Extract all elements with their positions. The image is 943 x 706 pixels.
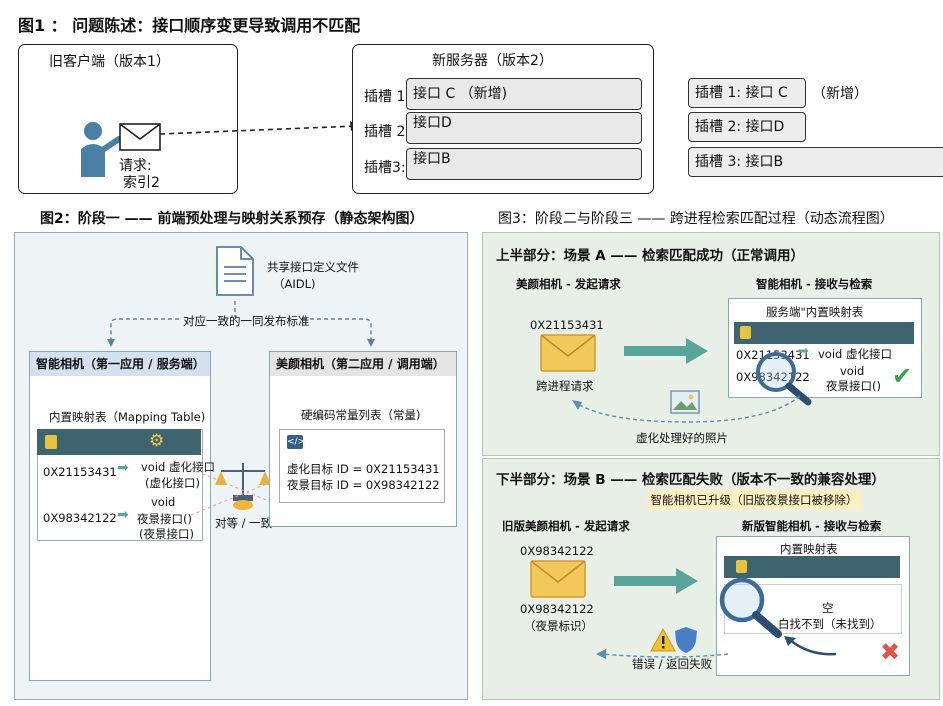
left-table-bar bbox=[37, 429, 201, 455]
a-table-bar bbox=[734, 322, 914, 344]
upgrade-banner: 智能相机已升级（旧版夜景接口被移除） bbox=[646, 490, 862, 510]
right-row2: 夜景目标 ID = 0X98342122 bbox=[287, 478, 440, 492]
b-table-title: 内置映射表 bbox=[780, 542, 838, 556]
new-server-title: 新服务器（版本2） bbox=[432, 53, 553, 69]
left-row1-id: 0X21153431 bbox=[43, 465, 117, 479]
old-client-title: 旧客户端（版本1） bbox=[49, 54, 170, 70]
a-return-arrow bbox=[572, 395, 801, 423]
distribution-arrows bbox=[107, 301, 375, 347]
right-list bbox=[279, 429, 445, 503]
phone-icon bbox=[736, 560, 747, 573]
request-label: 请求: bbox=[119, 158, 152, 174]
slot3-box: 接口B bbox=[406, 148, 642, 180]
right-list-title: 硬编码常量列表（常量) bbox=[301, 408, 421, 422]
smart-camera-header: 智能相机（第一应用 / 服务端） bbox=[30, 352, 210, 376]
slot1-box: 接口 C （新增) bbox=[406, 78, 642, 110]
b-error-label: 错误 / 返回失败 bbox=[632, 657, 713, 671]
side-slot-2: 插槽 2: 接口D bbox=[688, 112, 806, 142]
beauty-camera-header: 美颜相机（第二应用 / 调用端） bbox=[270, 352, 456, 376]
slot2-box: 接口D bbox=[406, 112, 642, 144]
left-row1-iface2: (虚化接口) bbox=[145, 476, 200, 490]
phone-icon bbox=[45, 435, 57, 449]
left-row1-iface: void 虚化接口 bbox=[141, 460, 215, 474]
left-row2-id: 0X98342122 bbox=[43, 511, 117, 525]
arrow-right-icon: ➡ bbox=[798, 344, 809, 359]
magnifier-icon bbox=[756, 352, 812, 406]
envelope-icon bbox=[530, 560, 586, 598]
a-request-id: 0X21153431 bbox=[530, 318, 604, 332]
a-table-title: 服务端"内置映射表 bbox=[766, 305, 864, 319]
left-row2-iface: void bbox=[151, 495, 176, 509]
cross-icon: ✖ bbox=[880, 638, 901, 666]
a-row1-iface: void 虚化接口 bbox=[818, 347, 892, 361]
document-icon bbox=[216, 246, 254, 296]
warning-icon bbox=[650, 628, 676, 652]
a-row2-iface2: 夜景接口() bbox=[826, 379, 881, 393]
check-icon: ✔ bbox=[892, 362, 913, 390]
a-forward-arrow bbox=[624, 338, 708, 364]
photo-icon bbox=[670, 390, 700, 414]
b-request-id-top: 0X98342122 bbox=[520, 544, 594, 558]
fig1-title: 图1 ： 问题陈述：接口顺序变更导致调用不匹配 bbox=[18, 16, 361, 35]
old-client-box: 旧客户端（版本1） 请求: 索引2 bbox=[18, 44, 238, 194]
b-request-id: 0X98342122 bbox=[520, 602, 594, 616]
side-slot-3: 插槽 3: 接口B bbox=[688, 147, 943, 177]
standard-label: 对应一致的一同发布标准 bbox=[183, 314, 310, 328]
b-request-note: （夜景标识） bbox=[524, 619, 593, 633]
b-table-bar bbox=[724, 556, 900, 578]
fig2-panel: 共享接口定义文件 （AIDL) 对应一致的一同发布标准 智能相机（第一应用 / … bbox=[14, 232, 468, 700]
b-notfound-label: 白找不到（未找到） bbox=[778, 617, 882, 631]
side-new-label: （新增） bbox=[812, 86, 868, 102]
a-return-label: 虚化处理好的照片 bbox=[636, 431, 728, 445]
scenario-a-title: 上半部分：场景 A —— 检索匹配成功（正常调用） bbox=[496, 248, 805, 264]
arrow-right-icon: ➡ bbox=[117, 507, 129, 523]
a-row2-iface: void bbox=[840, 364, 865, 378]
doc-sub: （AIDL) bbox=[273, 277, 316, 291]
left-row2-iface2: 夜景接口() bbox=[137, 512, 192, 526]
phone-icon bbox=[740, 326, 751, 339]
right-row1: 虚化目标 ID = 0X21153431 bbox=[287, 462, 440, 476]
b-retry-arrow bbox=[784, 636, 837, 656]
left-table-title: 内置映射表（Mapping Table) bbox=[49, 410, 206, 424]
a-left-title: 美颜相机 - 发起请求 bbox=[516, 277, 621, 291]
request-index: 索引2 bbox=[123, 175, 160, 191]
envelope-icon bbox=[119, 123, 161, 151]
slot3-label: 插槽3: bbox=[364, 160, 406, 176]
a-request-label: 跨进程请求 bbox=[536, 379, 594, 393]
scenario-b-title: 下半部分：场景 B —— 检索匹配失败（版本不一致的兼容处理） bbox=[496, 472, 885, 488]
fig2-title: 图2：阶段一 —— 前端预处理与映射关系预存（静态架构图） bbox=[40, 211, 424, 227]
b-return-arrow bbox=[596, 649, 729, 659]
gear-icon: ⚙ bbox=[149, 431, 165, 451]
a-right-title: 智能相机 - 接收与检索 bbox=[756, 277, 873, 291]
magnifier-icon bbox=[719, 577, 782, 638]
b-empty-label: 空 bbox=[822, 601, 834, 615]
fig3-title: 图3：阶段二与阶段三 —— 跨进程检索匹配过程（动态流程图） bbox=[498, 211, 894, 227]
envelope-icon bbox=[540, 334, 596, 372]
left-row2-iface3: (夜景接口) bbox=[139, 527, 194, 541]
side-slot-1: 插槽 1: 接口 C bbox=[688, 78, 806, 108]
slot1-label: 插槽 1: bbox=[364, 89, 411, 105]
person-icon bbox=[81, 122, 122, 177]
b-right-title: 新版智能相机 - 接收与检索 bbox=[742, 519, 882, 533]
doc-title: 共享接口定义文件 bbox=[267, 260, 359, 274]
b-left-title: 旧版美颜相机 - 发起请求 bbox=[502, 519, 630, 533]
peer-connector-lines bbox=[190, 468, 304, 516]
shield-icon bbox=[675, 627, 697, 653]
scale-icon bbox=[215, 463, 271, 510]
b-forward-arrow bbox=[614, 568, 698, 594]
request-arrow bbox=[160, 121, 360, 135]
arrow-right-icon: ➡ bbox=[117, 460, 129, 476]
code-icon: </> bbox=[287, 435, 306, 449]
slot2-label: 插槽 2: bbox=[364, 124, 411, 140]
peer-label: 对等 / 一致 bbox=[215, 516, 273, 530]
